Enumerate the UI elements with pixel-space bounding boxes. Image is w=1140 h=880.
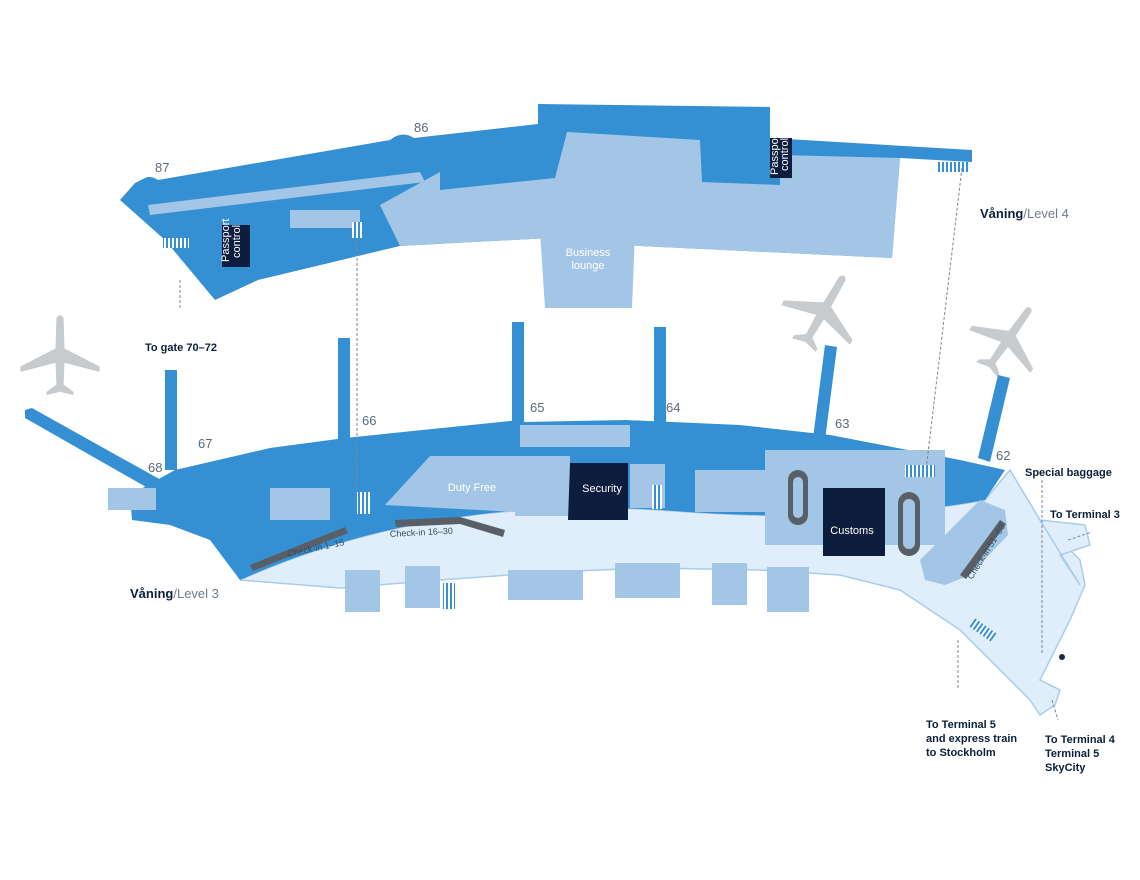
passport-control-left-label-2: control bbox=[231, 225, 243, 258]
landside-room bbox=[615, 563, 680, 598]
jet-bridge bbox=[978, 375, 1010, 462]
special-baggage-marker bbox=[1059, 654, 1065, 660]
business-lounge-area bbox=[540, 222, 635, 308]
jet-bridge bbox=[165, 370, 177, 470]
stairs-icon bbox=[163, 238, 189, 248]
level-4-hall bbox=[380, 132, 900, 258]
passport-control-right-label-1: Passport bbox=[769, 132, 781, 175]
stairs-icon bbox=[969, 618, 997, 642]
level-4-blue-block bbox=[703, 140, 768, 178]
level-4-floorplan bbox=[120, 104, 972, 308]
baggage-belt-core bbox=[903, 499, 915, 549]
stairs-icon bbox=[938, 162, 968, 172]
jet-bridge bbox=[512, 322, 524, 427]
gate-68-zone bbox=[108, 488, 156, 510]
landside-room bbox=[767, 567, 809, 612]
terminal-4-direction-2: Terminal 5 bbox=[1045, 748, 1099, 760]
terminal-5-direction-3: to Stockholm bbox=[926, 747, 996, 759]
stairs-icon bbox=[905, 465, 935, 477]
checkin-51-60-area bbox=[920, 500, 1008, 585]
gate-64-label: 64 bbox=[666, 400, 680, 415]
stairs-icon bbox=[357, 492, 371, 514]
gate-66-label: 66 bbox=[362, 413, 376, 428]
customs-label: Customs bbox=[830, 525, 874, 537]
level-connectors bbox=[179, 167, 1093, 721]
special-baggage-direction: Special baggage bbox=[1025, 467, 1112, 479]
airside-corridor-zone bbox=[520, 425, 630, 447]
landside-room bbox=[405, 566, 440, 608]
duty-free-area bbox=[385, 456, 515, 512]
security-label: Security bbox=[582, 483, 622, 495]
customs-area bbox=[823, 488, 885, 556]
jet-bridge bbox=[813, 345, 837, 440]
jet-bridge bbox=[654, 327, 666, 425]
gate-62-label: 62 bbox=[996, 448, 1010, 463]
checkin-counter-1-15 bbox=[250, 527, 348, 571]
stairs-icon bbox=[443, 583, 455, 609]
gate-68-label: 68 bbox=[148, 460, 162, 475]
airside-zone bbox=[695, 470, 765, 512]
stairs-icon bbox=[352, 222, 362, 238]
terminal-4-direction-1: To Terminal 4 bbox=[1045, 734, 1116, 746]
airside-zone bbox=[515, 456, 570, 516]
business-lounge-label-1: Business bbox=[566, 247, 611, 259]
landside-room bbox=[345, 570, 380, 612]
terminal-5-direction-2: and express train bbox=[926, 733, 1017, 745]
gate-63-label: 63 bbox=[835, 416, 849, 431]
passport-control-left-label-1: Passport bbox=[220, 219, 232, 262]
baggage-belt-core bbox=[793, 477, 803, 518]
security-area bbox=[568, 463, 628, 520]
checkin-counter-51-60 bbox=[960, 520, 1006, 579]
gate-65-label: 65 bbox=[530, 400, 544, 415]
airplane-icon bbox=[956, 286, 1061, 391]
level-3-label: Våning/Level 3 bbox=[130, 586, 219, 601]
terminal-4-direction-3: SkyCity bbox=[1045, 762, 1086, 774]
gate-87-label: 87 bbox=[155, 160, 169, 175]
jet-bridge bbox=[338, 338, 350, 446]
passport-control-right-label-2: control bbox=[779, 138, 791, 171]
landside-room bbox=[712, 563, 747, 605]
airplane-icon bbox=[20, 315, 100, 396]
terminal-5-direction-1: To Terminal 5 bbox=[926, 719, 996, 731]
gate-70-72-direction: To gate 70–72 bbox=[145, 342, 217, 354]
level-3-floorplan bbox=[25, 322, 1091, 717]
jet-bridge bbox=[25, 408, 170, 495]
passport-control-left bbox=[222, 225, 250, 267]
gate-86-label: 86 bbox=[414, 120, 428, 135]
terminal-3-walkway bbox=[1038, 519, 1091, 586]
business-lounge-label-2: lounge bbox=[571, 260, 604, 272]
terminal-3-direction: To Terminal 3 bbox=[1050, 509, 1120, 521]
level-4-room bbox=[290, 210, 360, 228]
checkin-16-30-label: Check-in 16–30 bbox=[390, 526, 453, 539]
landside-room bbox=[508, 570, 583, 600]
level-4-label: Våning/Level 4 bbox=[980, 206, 1069, 221]
passport-control-right bbox=[770, 138, 792, 178]
gate-67-label: 67 bbox=[198, 436, 212, 451]
checkin-counter-16-30 bbox=[395, 517, 505, 537]
stairs-icon bbox=[652, 485, 662, 509]
airside-zone bbox=[270, 488, 330, 520]
airplane-icon bbox=[769, 256, 879, 365]
duty-free-label: Duty Free bbox=[448, 482, 496, 494]
level-4-west-corridor bbox=[148, 172, 425, 215]
